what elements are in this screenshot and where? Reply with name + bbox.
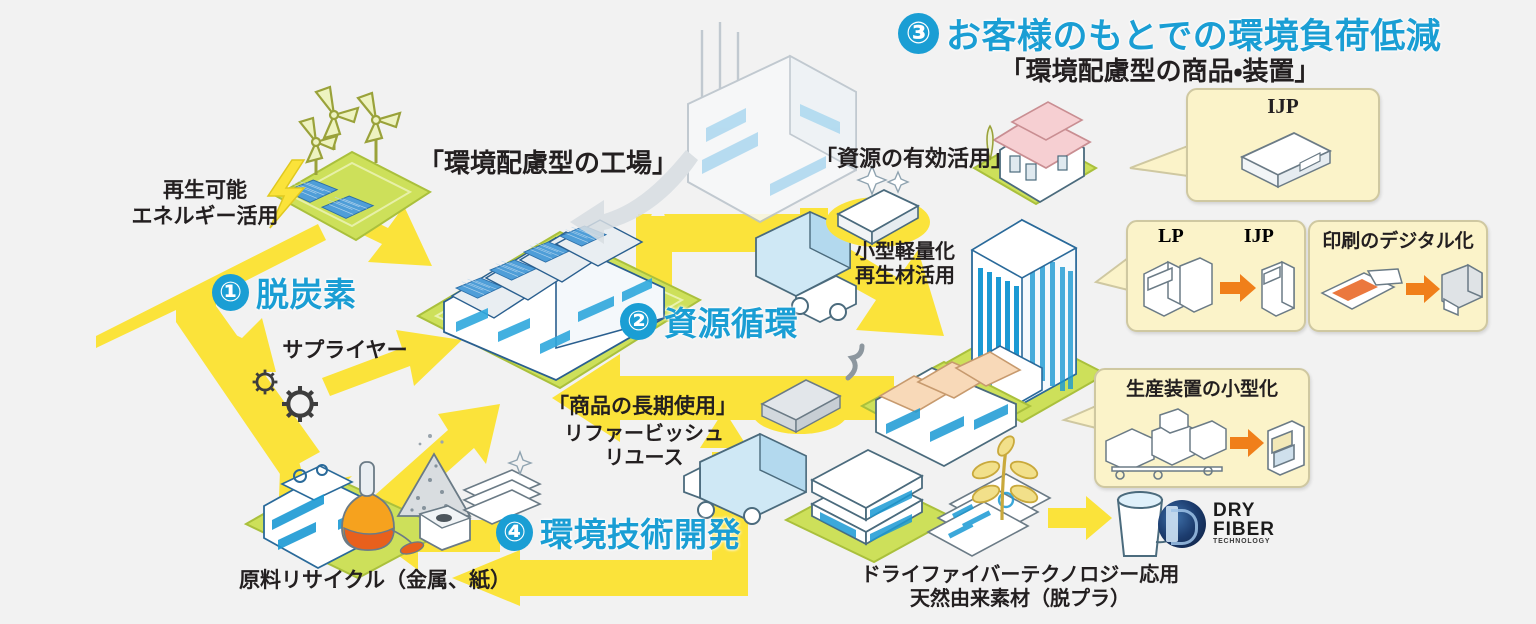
transform-arrow xyxy=(1048,496,1112,540)
return-product-illustration xyxy=(752,343,865,434)
step-4-label: 環境技術開発 xyxy=(540,516,741,553)
dry-fiber-line2: FIBER xyxy=(1213,518,1275,540)
lp-to-ijp-icon xyxy=(1143,257,1295,317)
label-dry-fiber-application: ドライファイバーテクノロジー応用 天然由来素材（脱プラ） xyxy=(860,564,1180,611)
paper-cup-icon xyxy=(1116,491,1178,557)
heading-customer-products: 「環境配慮型の商品・装置」 xyxy=(999,56,1321,86)
renewable-energy-illustration xyxy=(266,85,432,242)
dry-fiber-technology-logo: DRY FIBER TECHNOLOGY xyxy=(1158,500,1275,548)
material-recycling-illustration xyxy=(243,434,542,580)
step-1-decarbonization: ① 脱炭素 xyxy=(212,268,357,316)
sparkle-icon xyxy=(856,164,910,196)
step-2-label: 資源循環 xyxy=(664,305,798,342)
dry-fiber-line1: DRY xyxy=(1213,500,1256,522)
step-3-label: お客様のもとでの環境負荷低減 xyxy=(946,17,1442,56)
step-2-number: ② xyxy=(620,302,657,340)
ijp-printer-icon xyxy=(1239,132,1333,189)
callout-digital-printing-title: 印刷のデジタル化 xyxy=(1322,231,1474,252)
label-refurbish-reuse: リファービッシュ リユース xyxy=(564,423,724,470)
callout-ijp[interactable]: IJP xyxy=(1186,88,1380,202)
sparkle-icon xyxy=(507,450,533,476)
gray-arrow xyxy=(570,150,698,244)
downsizing-icon xyxy=(1105,408,1305,480)
step-4-environmental-tech: ④ 環境技術開発 xyxy=(496,508,741,556)
label-supplier: サプライヤー xyxy=(282,339,408,362)
step-1-label: 脱炭素 xyxy=(256,276,357,313)
delivery-truck-lower xyxy=(683,432,807,525)
step-3-customer-impact-reduction: ③ お客様のもとでの環境負荷低減 xyxy=(898,8,1441,59)
customer-house-illustration xyxy=(971,101,1099,206)
step-3-number: ③ xyxy=(898,13,939,54)
dry-fiber-line3: TECHNOLOGY xyxy=(1213,537,1271,545)
lightning-bolt-icon xyxy=(266,159,306,229)
callout-downsizing-title: 生産装置の小型化 xyxy=(1125,379,1278,400)
callout-lp-to-ijp[interactable]: LP IJP xyxy=(1126,220,1306,332)
callout-ijp-label: IJP xyxy=(1243,225,1274,247)
customer-factory-illustration xyxy=(859,351,1033,468)
step-4-number: ④ xyxy=(496,513,533,551)
turbine-blades xyxy=(298,85,402,164)
callout-downsizing[interactable]: 生産装置の小型化 xyxy=(1094,368,1310,488)
dry-fiber-illustration xyxy=(783,435,1178,564)
ink-bottle-icon xyxy=(341,461,425,555)
label-resource-effective-use: 「資源の有効活用」 xyxy=(815,146,1014,171)
callout-lp-label: LP xyxy=(1158,225,1184,247)
conventional-factory-illustration xyxy=(570,22,857,244)
callout-digital-printing[interactable]: 印刷のデジタル化 xyxy=(1308,220,1488,332)
paper-stack-icon xyxy=(462,450,542,525)
callout-ijp-title: IJP xyxy=(1267,94,1299,118)
label-long-term-use: 「商品の長期使用」 xyxy=(548,395,737,418)
step-1-number: ① xyxy=(212,273,249,311)
callout-tails xyxy=(1060,144,1189,430)
label-compact-recycled: 小型軽量化 再生材活用 xyxy=(855,241,955,288)
dry-fiber-mark-icon xyxy=(1158,500,1206,548)
heading-eco-factory: 「環境配慮型の工場」 xyxy=(418,148,679,178)
label-renewable-energy: 再生可能 エネルギー活用 xyxy=(131,179,279,228)
compact-product-illustration xyxy=(826,164,930,247)
metal-nut-icon xyxy=(418,505,472,551)
step-2-resource-circulation: ② 資源循環 xyxy=(620,297,798,345)
label-material-recycle: 原料リサイクル（金属、紙） xyxy=(239,569,511,592)
plant-icon xyxy=(971,435,1039,521)
digital-printing-icon xyxy=(1320,263,1483,317)
delivery-truck-upper xyxy=(755,210,857,324)
